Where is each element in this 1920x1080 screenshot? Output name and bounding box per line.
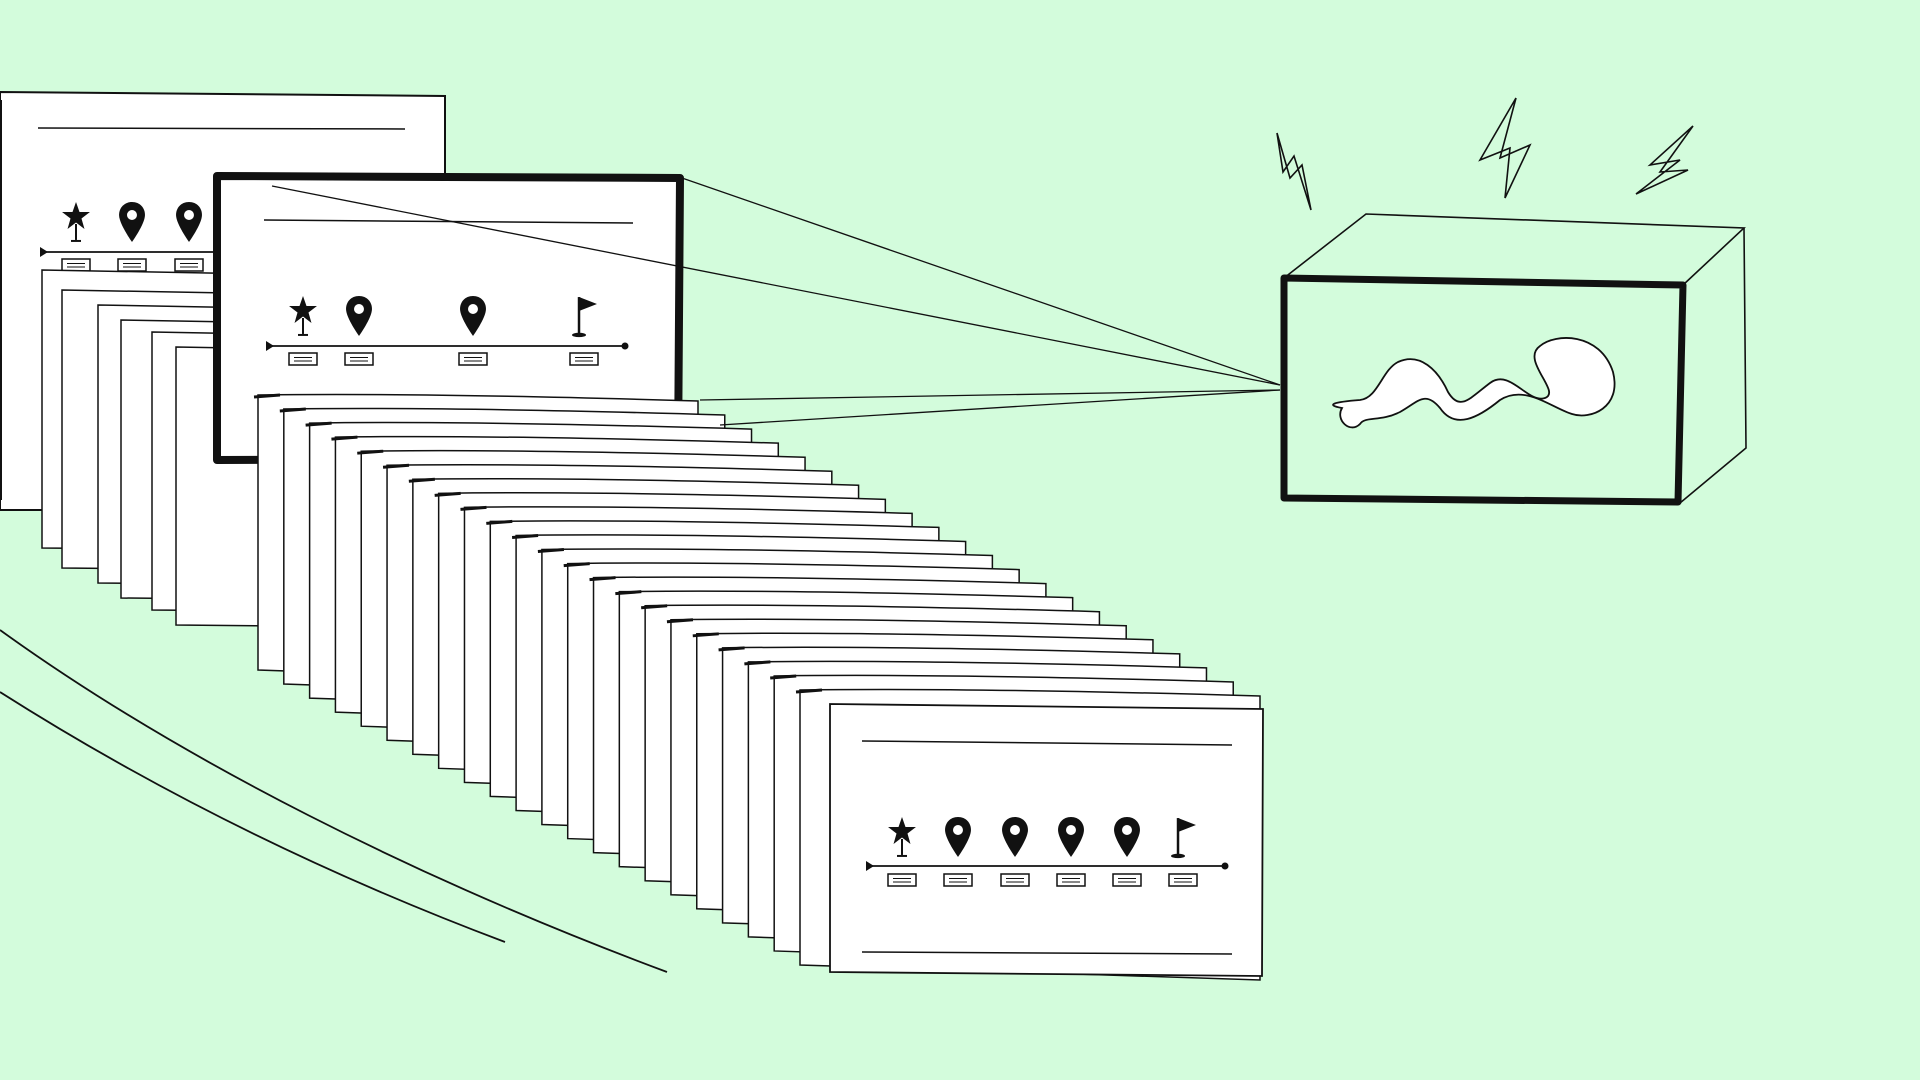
front-timeline-card bbox=[829, 703, 1264, 977]
label-chip bbox=[943, 873, 973, 887]
label-chip bbox=[61, 258, 91, 272]
lightning-bolts bbox=[1276, 97, 1694, 211]
label-chip bbox=[1056, 873, 1086, 887]
label-chip bbox=[174, 258, 204, 272]
road-lines bbox=[0, 629, 668, 973]
road-line bbox=[0, 691, 506, 943]
label-chip bbox=[344, 352, 374, 366]
wave-blob-shape bbox=[1332, 337, 1616, 429]
lightning-icon bbox=[1635, 125, 1694, 195]
label-chip bbox=[288, 352, 318, 366]
label-chip bbox=[887, 873, 917, 887]
label-chip bbox=[1112, 873, 1142, 887]
label-chip bbox=[458, 352, 488, 366]
projection-lines bbox=[271, 177, 1281, 426]
lightning-icon bbox=[1276, 132, 1312, 211]
label-chip bbox=[1000, 873, 1030, 887]
lightning-icon bbox=[1478, 97, 1532, 199]
label-chip bbox=[569, 352, 599, 366]
processing-box bbox=[1280, 213, 1747, 506]
label-chip bbox=[1168, 873, 1198, 887]
road-line bbox=[0, 629, 668, 973]
label-chip bbox=[117, 258, 147, 272]
